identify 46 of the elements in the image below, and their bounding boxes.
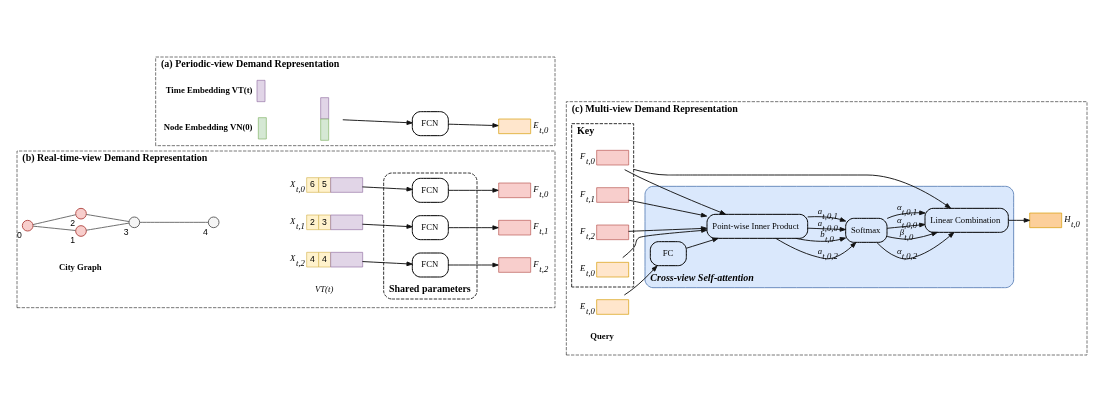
label: City Graph [59,261,102,272]
arrow [624,169,727,215]
node-circle [128,216,141,229]
node-box: FCN [411,111,449,137]
arrow [886,210,926,219]
arrow [361,261,413,267]
arrow [447,225,499,230]
node-label: 1 [70,235,76,246]
arrow [623,265,658,296]
label: VT(t) [315,283,334,294]
node-box: FCN [411,252,449,278]
arrow [628,199,708,218]
node-label: Node Embedding VN(0) [163,121,253,132]
node-circle [21,219,34,232]
node-circle [75,225,87,237]
node-label: 2 [70,217,76,228]
arrow [361,223,413,229]
node-box: Linear Combination [924,207,1009,233]
arrow [633,168,951,209]
arrow [361,186,413,192]
connector [85,222,130,231]
connector [139,221,209,223]
node-box: FCN [411,215,449,241]
arrow [447,123,499,128]
arrow [686,237,719,249]
connector [32,225,76,231]
node-label: 3 [123,226,129,237]
arrow [775,237,857,260]
arrow [342,119,413,125]
node-label: 0 [17,229,22,240]
arrow [1007,218,1030,223]
label: Query [590,331,614,342]
arrow [876,232,955,260]
node-box: Point-wise Inner Product [706,213,809,239]
node-circle [75,207,87,220]
node-box: FC [649,241,687,267]
connector [85,213,130,222]
node-label: 4 [203,226,208,237]
node-label: Time Embedding VT(t) [165,84,253,95]
node-circle [207,216,220,229]
arrow [886,231,938,240]
node-box: Softmax [845,217,888,243]
arrow [447,188,499,193]
connector [32,214,77,226]
node-box: FCN [411,177,449,203]
arrow [447,262,499,268]
